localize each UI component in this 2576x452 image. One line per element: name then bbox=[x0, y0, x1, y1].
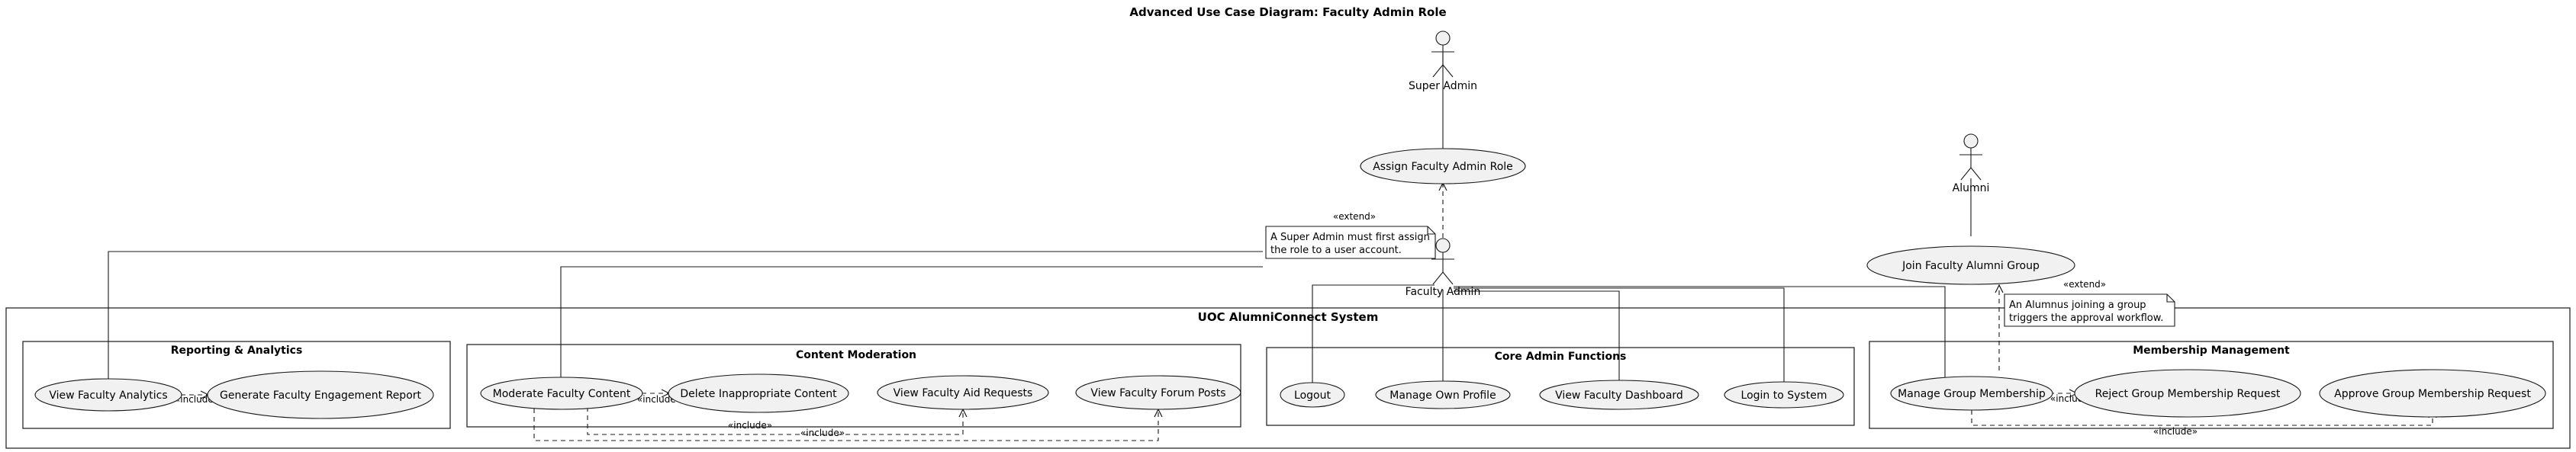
note-alumnus-line-1: An Alumnus joining a group bbox=[2009, 300, 2146, 311]
actor-faculty-admin bbox=[1431, 238, 1454, 285]
use-case-delete-content: Delete Inappropriate Content bbox=[668, 373, 849, 413]
association-lines bbox=[108, 52, 1972, 383]
use-case-delete-content-label: Delete Inappropriate Content bbox=[680, 388, 837, 400]
use-case-login-label: Login to System bbox=[1741, 389, 1827, 402]
diagram-title: Advanced Use Case Diagram: Faculty Admin… bbox=[1129, 5, 1446, 19]
package-content bbox=[466, 344, 1241, 428]
use-case-view-dashboard-label: View Faculty Dashboard bbox=[1555, 389, 1683, 402]
use-case-assign-role-label: Assign Faculty Admin Role bbox=[1373, 161, 1513, 173]
note-super-admin: A Super Admin must first assign the role… bbox=[1265, 226, 1436, 259]
note-alumnus: An Alumnus joining a group triggers the … bbox=[2004, 293, 2175, 327]
package-membership bbox=[1869, 341, 2554, 429]
note-alumnus-line-2: triggers the approval workflow. bbox=[2009, 313, 2163, 324]
use-case-approve-request: Approve Group Membership Request bbox=[2319, 369, 2546, 418]
use-case-manage-membership-label: Manage Group Membership bbox=[1898, 388, 2046, 400]
extend-label-role: «extend» bbox=[1333, 211, 1376, 222]
actor-faculty-admin-label: Faculty Admin bbox=[1406, 286, 1481, 298]
system-boundary bbox=[5, 307, 2571, 449]
use-case-view-dashboard: View Faculty Dashboard bbox=[1539, 380, 1699, 410]
use-case-view-forum: View Faculty Forum Posts bbox=[1075, 375, 1241, 410]
use-case-assign-role: Assign Faculty Admin Role bbox=[1360, 148, 1526, 184]
use-case-manage-profile-label: Manage Own Profile bbox=[1389, 389, 1496, 402]
use-case-generate-report: Generate Faculty Engagement Report bbox=[207, 370, 434, 419]
include-label-aid: «include» bbox=[728, 420, 772, 431]
use-case-manage-profile: Manage Own Profile bbox=[1375, 380, 1511, 409]
use-case-reject-request-label: Reject Group Membership Request bbox=[2095, 388, 2281, 400]
package-core bbox=[1266, 347, 1855, 426]
actor-alumni-label: Alumni bbox=[1953, 182, 1990, 194]
package-membership-label: Membership Management bbox=[2133, 345, 2290, 357]
use-case-view-aid-label: View Faculty Aid Requests bbox=[894, 387, 1033, 399]
package-content-label: Content Moderation bbox=[796, 349, 916, 361]
use-case-logout-label: Logout bbox=[1294, 389, 1331, 402]
package-core-label: Core Admin Functions bbox=[1495, 351, 1627, 363]
use-case-view-analytics-label: View Faculty Analytics bbox=[49, 389, 167, 402]
actor-super-admin-label: Super Admin bbox=[1409, 80, 1477, 92]
use-case-join-group: Join Faculty Alumni Group bbox=[1866, 245, 2075, 285]
note-super-admin-line-2: the role to a user account. bbox=[1270, 245, 1402, 256]
use-case-approve-request-label: Approve Group Membership Request bbox=[2334, 388, 2531, 400]
use-case-view-analytics: View Faculty Analytics bbox=[34, 378, 182, 412]
use-case-generate-report-label: Generate Faculty Engagement Report bbox=[220, 389, 422, 402]
use-case-manage-membership: Manage Group Membership bbox=[1890, 376, 2053, 411]
use-case-login: Login to System bbox=[1724, 381, 1844, 409]
package-reporting-label: Reporting & Analytics bbox=[171, 345, 303, 357]
actor-super-admin bbox=[1431, 30, 1454, 78]
use-case-logout: Logout bbox=[1280, 382, 1345, 408]
note-super-admin-line-1: A Super Admin must first assign bbox=[1270, 232, 1430, 243]
use-case-moderate-content: Moderate Faculty Content bbox=[480, 377, 643, 410]
use-case-join-group-label: Join Faculty Alumni Group bbox=[1901, 260, 2040, 272]
use-case-moderate-content-label: Moderate Faculty Content bbox=[493, 388, 631, 400]
extend-label-group: «extend» bbox=[2063, 279, 2106, 290]
include-label-forum: «include» bbox=[800, 428, 845, 438]
actor-alumni bbox=[1959, 133, 1982, 181]
system-label: UOC AlumniConnect System bbox=[1198, 310, 1379, 324]
dependency-lines bbox=[181, 183, 2433, 441]
include-label-approve: «include» bbox=[2153, 426, 2198, 437]
use-case-view-forum-label: View Faculty Forum Posts bbox=[1090, 387, 1225, 399]
use-case-view-aid: View Faculty Aid Requests bbox=[877, 375, 1049, 410]
package-reporting bbox=[22, 341, 451, 429]
use-case-reject-request: Reject Group Membership Request bbox=[2074, 369, 2301, 418]
